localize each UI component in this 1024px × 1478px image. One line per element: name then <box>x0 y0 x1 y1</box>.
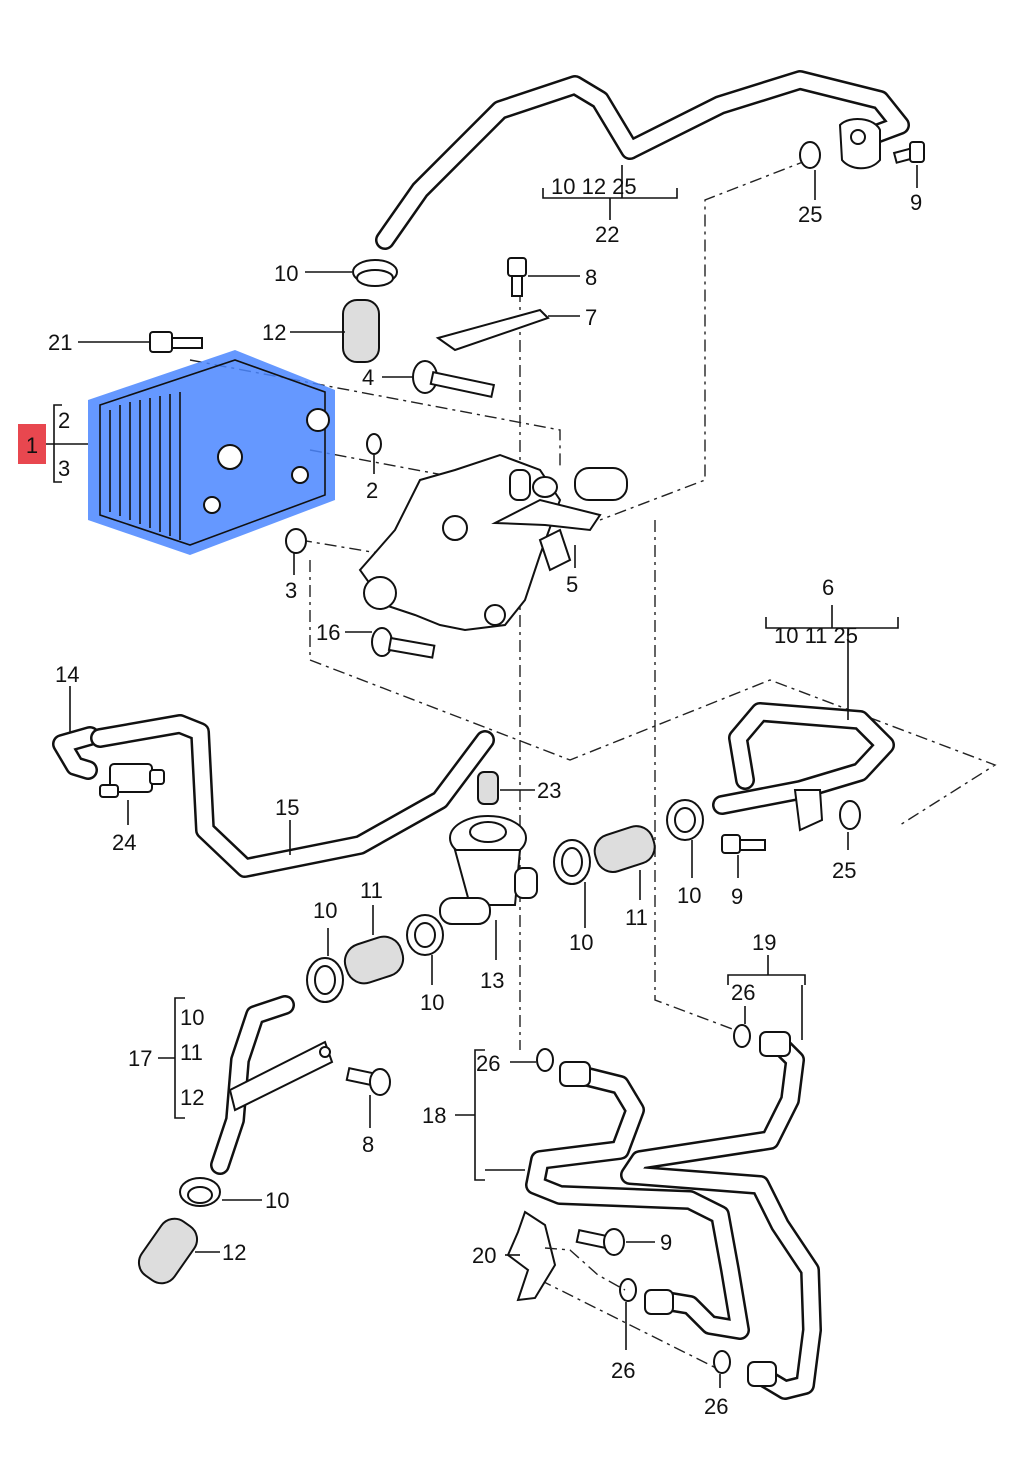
callout-18[interactable]: 18 <box>422 1103 446 1128</box>
oil-pipe-6[interactable] <box>712 702 895 832</box>
callout-4[interactable]: 4 <box>362 365 374 390</box>
o-ring-25-right <box>839 800 861 830</box>
callout-26-d[interactable]: 26 <box>704 1394 728 1419</box>
sleeve-23 <box>477 771 499 805</box>
bolt-21 <box>149 331 203 353</box>
fitting-18-top <box>559 1061 591 1087</box>
callout-16[interactable]: 16 <box>316 620 340 645</box>
return-line-18[interactable] <box>525 1065 750 1340</box>
vacuum-line-15[interactable] <box>90 714 495 878</box>
group-6-contents: 10 11 25 <box>774 623 858 648</box>
group-17-item-1: 10 <box>180 1005 204 1030</box>
callout-26-a[interactable]: 26 <box>476 1051 500 1076</box>
sleeve-12-upper <box>342 299 380 363</box>
callout-5[interactable]: 5 <box>566 572 578 597</box>
callout-25-right[interactable]: 25 <box>832 858 856 883</box>
group-17-item-2: 11 <box>180 1040 203 1065</box>
callout-8-lower[interactable]: 8 <box>362 1132 374 1157</box>
callout-8-upper[interactable]: 8 <box>585 265 597 290</box>
bolt-16 <box>371 627 436 659</box>
group-22-contents: 10 12 25 <box>551 174 637 199</box>
clamp-10-a <box>306 957 344 1003</box>
thermostat-valve-13[interactable] <box>439 815 538 925</box>
fitting-19-bottom <box>747 1361 777 1387</box>
upper-oil-line[interactable] <box>375 70 910 250</box>
callout-10-d[interactable]: 10 <box>677 883 701 908</box>
return-line-19[interactable] <box>620 1035 822 1400</box>
callout-9-top[interactable]: 9 <box>910 190 922 215</box>
oil-cooler[interactable] <box>88 350 335 555</box>
o-ring-2 <box>366 433 382 455</box>
valve-24 <box>99 763 165 798</box>
callout-9-right[interactable]: 9 <box>731 884 743 909</box>
clamp-10-c <box>553 839 591 885</box>
sleeve-11-a <box>343 935 405 985</box>
callout-6[interactable]: 6 <box>822 575 834 600</box>
o-ring-25-top <box>799 141 821 169</box>
bolt-9-bottom <box>575 1228 625 1256</box>
callout-14[interactable]: 14 <box>55 662 79 687</box>
hose-14 <box>52 726 100 780</box>
bracket-20 <box>506 1210 557 1302</box>
o-ring-3 <box>285 528 307 554</box>
hose-17[interactable] <box>210 995 334 1175</box>
o-ring-26-a <box>536 1048 554 1072</box>
callout-10-a[interactable]: 10 <box>313 898 337 923</box>
clamp-10-b <box>406 914 444 956</box>
callout-10-c[interactable]: 10 <box>569 930 593 955</box>
assembly-guide-lines <box>189 159 997 1371</box>
callout-17[interactable]: 17 <box>128 1046 152 1071</box>
clamp-10-upper <box>352 259 398 287</box>
bolt-4 <box>412 360 496 398</box>
callout-2-sub[interactable]: 2 <box>58 408 70 433</box>
bolt-9-top <box>892 141 925 164</box>
callout-10-e[interactable]: 10 <box>265 1188 289 1213</box>
fitting-18-bottom <box>644 1289 674 1315</box>
callout-21[interactable]: 21 <box>48 330 72 355</box>
bolt-8-upper <box>507 257 527 297</box>
o-ring-26-d <box>713 1350 731 1374</box>
callout-19[interactable]: 19 <box>752 930 776 955</box>
o-ring-26-c <box>619 1278 637 1302</box>
bracket-7 <box>435 308 550 352</box>
callout-11-b[interactable]: 11 <box>625 905 648 930</box>
callout-22[interactable]: 22 <box>595 222 619 247</box>
callout-25-top[interactable]: 25 <box>798 202 822 227</box>
callout-23[interactable]: 23 <box>537 778 561 803</box>
callout-1[interactable]: 1 <box>26 433 38 458</box>
bracket-5 <box>491 498 602 532</box>
callout-12-lower[interactable]: 12 <box>222 1240 246 1265</box>
clamp-10-e <box>179 1177 221 1207</box>
callout-10-upper[interactable]: 10 <box>274 261 298 286</box>
o-ring-26-b <box>733 1024 751 1048</box>
callout-15[interactable]: 15 <box>275 795 299 820</box>
fitting-19-top <box>759 1031 791 1057</box>
callout-2[interactable]: 2 <box>366 478 378 503</box>
oil-filter-housing[interactable] <box>358 453 628 632</box>
callout-10-b[interactable]: 10 <box>420 990 444 1015</box>
sleeve-12-lower <box>137 1217 199 1285</box>
callout-12-upper[interactable]: 12 <box>262 320 286 345</box>
group-19-contents: 26 <box>731 980 755 1005</box>
callout-13[interactable]: 13 <box>480 968 504 993</box>
callout-9-bottom[interactable]: 9 <box>660 1230 672 1255</box>
clamp-10-d <box>666 799 704 841</box>
selected-part-badge <box>18 424 46 464</box>
callout-3-sub[interactable]: 3 <box>58 456 70 481</box>
callout-24[interactable]: 24 <box>112 830 136 855</box>
callout-26-c[interactable]: 26 <box>611 1358 635 1383</box>
callout-7[interactable]: 7 <box>585 305 597 330</box>
bolt-8-lower <box>345 1066 391 1096</box>
bolt-9-right <box>721 834 766 854</box>
callout-11-a[interactable]: 11 <box>360 878 383 903</box>
callout-3[interactable]: 3 <box>285 578 297 603</box>
sleeve-11-b <box>593 825 656 873</box>
group-17-item-3: 12 <box>180 1085 204 1110</box>
callout-20[interactable]: 20 <box>472 1243 496 1268</box>
